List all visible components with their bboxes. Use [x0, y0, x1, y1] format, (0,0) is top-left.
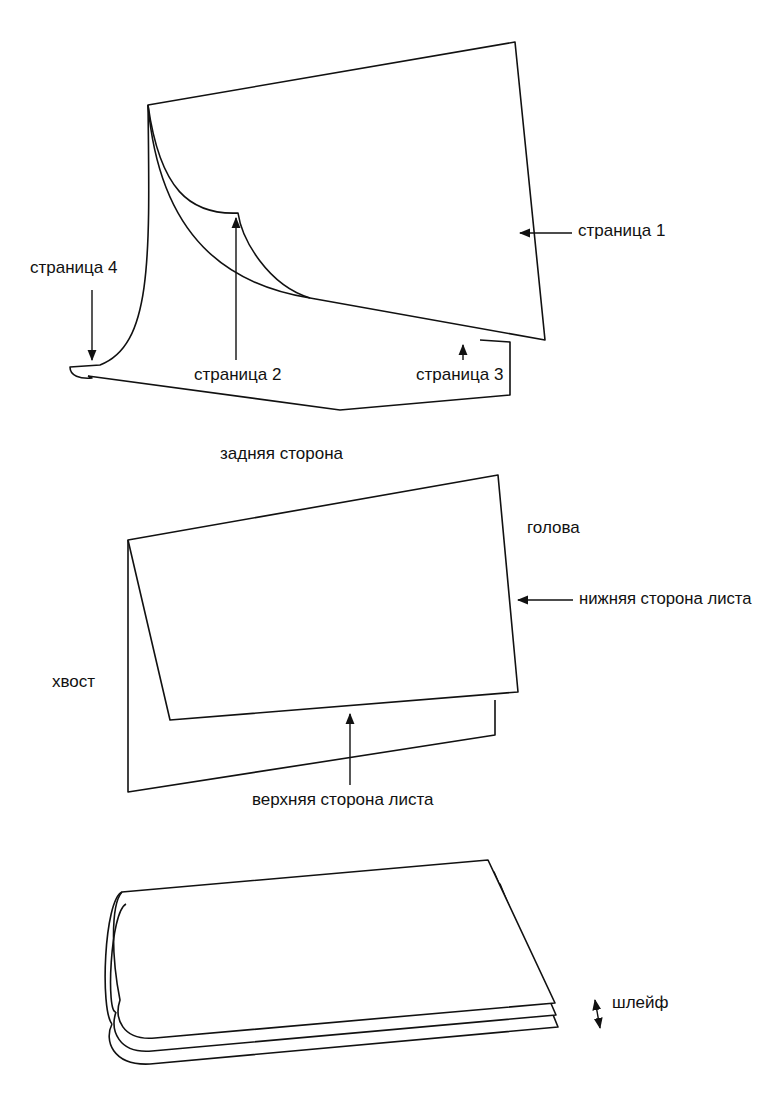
leader-arrow: [462, 345, 463, 360]
part-label: нижняя сторона листа: [577, 589, 754, 609]
top-layer: [114, 860, 556, 1038]
page-2-curl: [148, 105, 310, 298]
front-sheet: [128, 475, 518, 720]
part-label: страница 1: [576, 221, 667, 241]
page-3-sheet: [88, 340, 510, 410]
leader-arrow: [518, 599, 573, 600]
part-label: страница 3: [414, 365, 505, 385]
leader-arrow: [91, 290, 92, 360]
page-4-flap: [70, 105, 149, 378]
part-label: страница 2: [192, 365, 283, 385]
part-label: верхняя сторона листа: [250, 790, 436, 810]
fold-edge: [105, 892, 126, 1024]
part-label: страница 4: [28, 258, 119, 278]
leader-arrow: [520, 232, 572, 233]
part-label: хвост: [50, 672, 97, 692]
leader-arrow: [349, 714, 350, 785]
part-label: голова: [525, 518, 582, 538]
dimension-arrow: [595, 1000, 600, 1028]
part-label: задняя сторона: [218, 444, 345, 464]
part-label: шлейф: [610, 993, 671, 1013]
page-1-sheet: [148, 42, 545, 340]
leader-arrow: [235, 218, 236, 360]
